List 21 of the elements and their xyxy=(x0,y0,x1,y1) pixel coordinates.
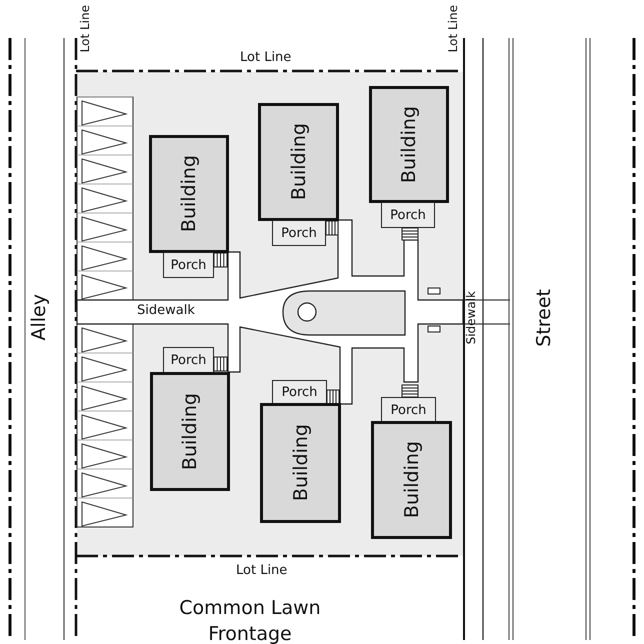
porch-box: Porch xyxy=(381,202,435,228)
building-footprint: Building xyxy=(369,86,449,203)
porch-box: Porch xyxy=(272,380,327,405)
alley-label: Alley xyxy=(30,294,49,340)
building-footprint: Building xyxy=(150,372,230,491)
sidewalk-label: Sidewalk xyxy=(137,304,195,317)
lot-line-label: Lot Line xyxy=(240,51,292,64)
building-footprint: Building xyxy=(371,421,452,539)
lawn-frontage-label: Common Lawn Frontage xyxy=(178,596,322,644)
porch-box: Porch xyxy=(272,220,326,246)
porch-box: Porch xyxy=(163,252,214,278)
porch-box: Porch xyxy=(381,397,436,423)
street-label: Street xyxy=(535,289,554,347)
lot-line-label: Lot Line xyxy=(79,5,91,52)
building-footprint: Building xyxy=(260,403,341,523)
sidewalk-label: Sidewalk xyxy=(465,291,477,344)
building-footprint: Building xyxy=(149,135,229,253)
porch-box: Porch xyxy=(163,347,214,373)
lot-line-label: Lot Line xyxy=(447,5,459,52)
lot-line-label: Lot Line xyxy=(236,564,288,577)
building-footprint: Building xyxy=(258,103,339,221)
